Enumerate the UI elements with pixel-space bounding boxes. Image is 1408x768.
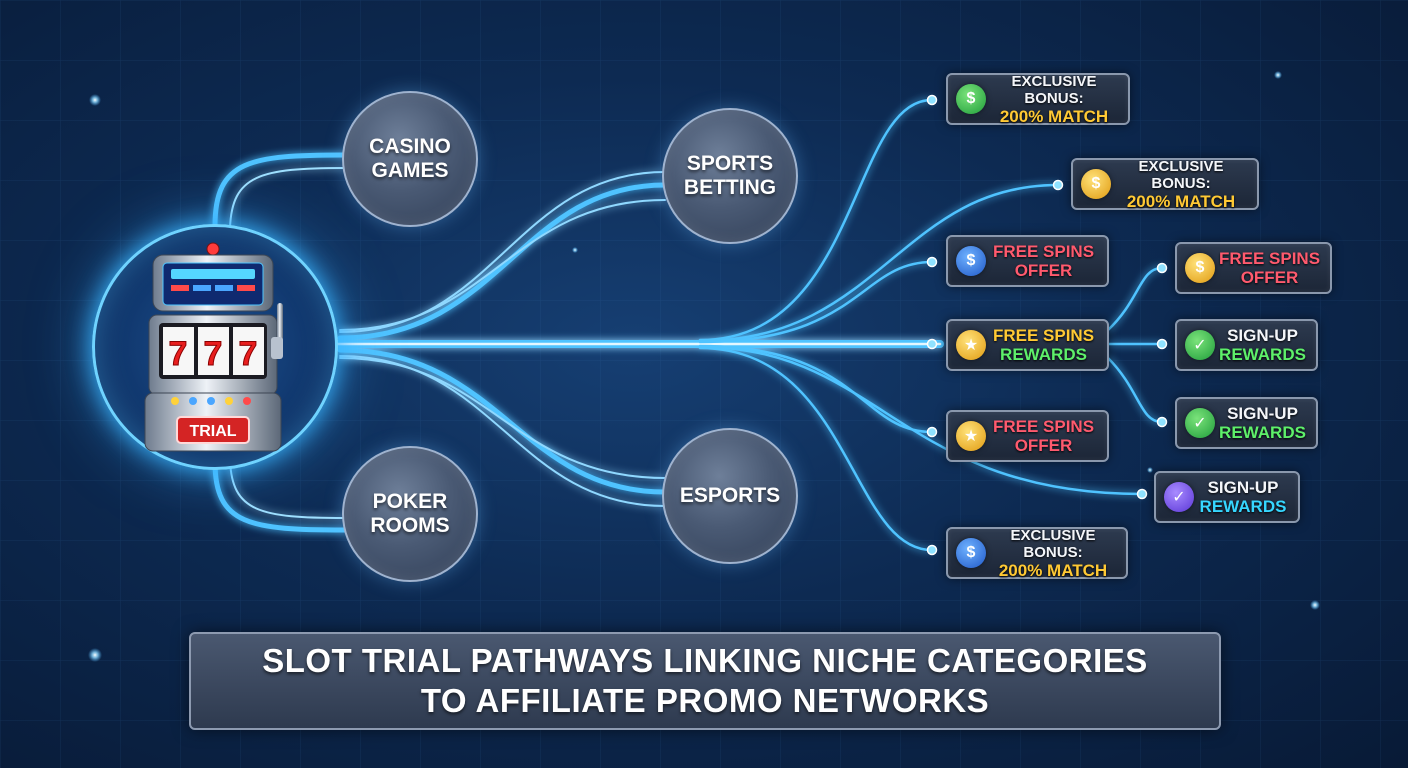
check-badge-icon: ✓ xyxy=(1185,330,1215,360)
pathway-poker xyxy=(229,459,346,519)
slot-machine-icon: 7 7 7 TRIAL xyxy=(144,242,283,452)
pathway-casino xyxy=(229,167,346,229)
category-sports-betting[interactable]: SPORTS BETTING xyxy=(662,108,798,244)
dollar-badge-icon: $ xyxy=(1185,253,1215,283)
check-badge-icon: ✓ xyxy=(1185,408,1215,438)
connector-dot xyxy=(926,94,938,106)
category-label: SPORTS BETTING xyxy=(683,152,777,199)
connector-dot xyxy=(1156,416,1168,428)
promo-line2: OFFER xyxy=(1240,268,1299,287)
connector-dot xyxy=(926,426,938,438)
pathway-promo xyxy=(698,183,1060,343)
promo-line1: SIGN-UP xyxy=(1227,326,1298,345)
connector-dot xyxy=(926,338,938,350)
connector-dot xyxy=(926,256,938,268)
pathway-esports xyxy=(339,355,666,507)
promo-line2: 200% MATCH xyxy=(998,560,1108,580)
connector-dot xyxy=(1156,338,1168,350)
pathway-promo xyxy=(698,98,934,342)
promo-card-exclusive-bonus[interactable]: $ EXCLUSIVE BONUS:200% MATCH xyxy=(1071,157,1259,211)
title-line2: TO AFFILIATE PROMO NETWORKS xyxy=(420,682,990,719)
promo-line2: OFFER xyxy=(1014,261,1073,280)
background-spark xyxy=(572,247,578,253)
promo-line1: EXCLUSIVE BONUS: xyxy=(1010,526,1096,561)
category-esports[interactable]: ESPORTS xyxy=(662,428,798,564)
promo-line2: 200% MATCH xyxy=(999,106,1109,126)
connector-dot xyxy=(1156,262,1168,274)
pathway-sports xyxy=(339,171,666,333)
promo-line2: REWARDS xyxy=(1219,345,1306,364)
category-label: CASINO GAMES xyxy=(369,135,451,182)
reel-symbol: 7 xyxy=(169,335,188,373)
promo-line1: EXCLUSIVE BONUS: xyxy=(1138,157,1224,192)
dollar-badge-icon: $ xyxy=(956,246,986,276)
star-badge-icon: ★ xyxy=(956,330,986,360)
star-badge-icon: ★ xyxy=(956,421,986,451)
promo-line1: FREE SPINS xyxy=(992,242,1095,261)
connector-dot xyxy=(1136,488,1148,500)
promo-line2: OFFER xyxy=(1014,436,1073,455)
reel-symbol: 7 xyxy=(239,335,258,373)
pathway-casino xyxy=(212,152,348,229)
reel-symbol: 7 xyxy=(204,335,223,373)
promo-line1: FREE SPINS xyxy=(992,326,1095,345)
background-spark xyxy=(1310,600,1320,610)
pathway-promo xyxy=(698,345,1144,496)
pathway-poker xyxy=(212,459,348,533)
connector-dot xyxy=(926,544,938,556)
pathway-promo xyxy=(1106,266,1164,332)
promo-line2: 200% MATCH xyxy=(1126,191,1236,211)
promo-card-exclusive-bonus[interactable]: $ EXCLUSIVE BONUS:200% MATCH xyxy=(946,72,1130,126)
promo-line2: REWARDS xyxy=(1219,423,1306,442)
background-spark xyxy=(1274,71,1282,79)
promo-line1: EXCLUSIVE BONUS: xyxy=(1011,72,1097,107)
category-poker-rooms[interactable]: POKER ROOMS xyxy=(342,446,478,582)
dollar-badge-icon: $ xyxy=(956,84,986,114)
category-casino-games[interactable]: CASINO GAMES xyxy=(342,91,478,227)
category-label: ESPORTS xyxy=(679,484,781,507)
dollar-badge-icon: $ xyxy=(1081,169,1111,199)
slot-trial-hub[interactable]: 7 7 7 TRIAL xyxy=(92,224,338,470)
trial-badge: TRIAL xyxy=(189,423,236,440)
diagram-title: SLOT TRIAL PATHWAYS LINKING NICHE CATEGO… xyxy=(189,632,1221,730)
promo-line2: REWARDS xyxy=(1000,345,1087,364)
promo-line2: REWARDS xyxy=(1199,497,1287,516)
pathway-promo xyxy=(698,260,934,344)
pathway-sports xyxy=(337,182,668,341)
promo-line1: SIGN-UP xyxy=(1207,478,1279,497)
title-line1: SLOT TRIAL PATHWAYS LINKING NICHE CATEGO… xyxy=(262,642,1148,679)
background-spark xyxy=(1147,467,1153,473)
promo-card-exclusive-bonus[interactable]: $ EXCLUSIVE BONUS:200% MATCH xyxy=(946,526,1128,580)
background-spark xyxy=(89,94,101,106)
pathway-esports xyxy=(337,347,668,495)
connector-dot xyxy=(1052,179,1064,191)
promo-line1: FREE SPINS xyxy=(992,417,1095,436)
check-badge-icon: ✓ xyxy=(1164,482,1194,512)
promo-line1: SIGN-UP xyxy=(1227,404,1298,423)
promo-line1: FREE SPINS xyxy=(1218,249,1321,268)
dollar-badge-icon: $ xyxy=(956,538,986,568)
background-spark xyxy=(88,648,102,662)
category-label: POKER ROOMS xyxy=(370,490,450,537)
pathway-promo xyxy=(1106,356,1164,424)
pathway-promo xyxy=(698,346,934,552)
